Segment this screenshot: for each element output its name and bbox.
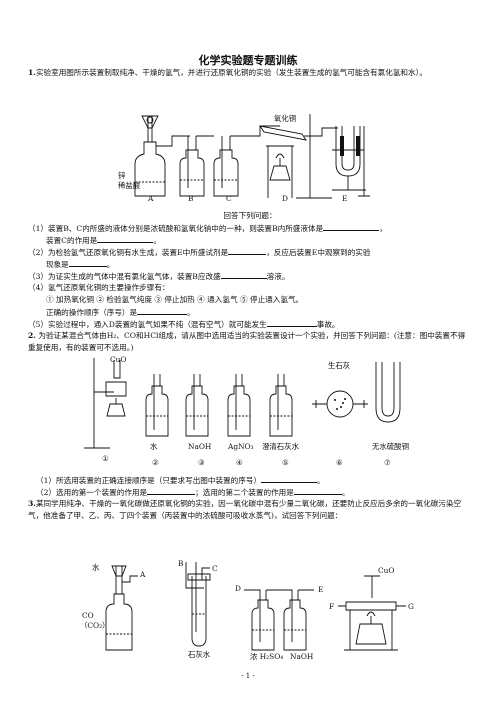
label-G: G xyxy=(408,602,414,611)
q3-apparatus-figure xyxy=(60,554,410,664)
q1-sub1-text: （1）装置B、C内所盛的液体分别是浓硫酸和氢氧化钠中的一种，则装置B内所盛液体是 xyxy=(28,224,324,233)
q2-device-2: ② xyxy=(152,458,159,467)
q2-sub1-text: （1）所选用装置的正确连接顺序是（只要求写出图中装置的序号） xyxy=(36,476,262,485)
label-cuo-q3: CuO xyxy=(378,566,395,575)
q2-blank-2[interactable] xyxy=(147,486,196,495)
q3-stem-text: 某同学用纯净、干燥的一氧化碳做还原氧化铜的实验，因一氧化碳中混有少量二氧化碳，还… xyxy=(28,499,462,520)
q3-stem: 3.某同学用纯净、干燥的一氧化碳做还原氧化铜的实验，因一氧化碳中混有少量二氧化碳… xyxy=(28,498,472,521)
q2-blank-3[interactable] xyxy=(293,486,342,495)
q1-sub5: （5）实验过程中，通入D装置的氢气如果不纯（混有空气）就可能发生 事故。 xyxy=(28,318,472,331)
label-naoh-q2: NaOH xyxy=(188,442,212,451)
q1-blank-7[interactable] xyxy=(266,318,317,327)
label-C-q3: C xyxy=(212,564,218,573)
q2-stem: 2. 为验证某混合气体由H₂、CO和HCl组成，请从图中选用适当的实验装置设计一… xyxy=(28,330,472,353)
q1-sub2-text2: ，反应后装置E中观察到的实验 xyxy=(266,248,371,257)
q1-sub4-end: 。 xyxy=(187,308,195,317)
label-water-q2: 水 xyxy=(150,442,158,451)
label-C: C xyxy=(226,194,232,203)
q1-sub4-text: 正确的操作顺序（序号）是 xyxy=(46,308,138,317)
q1-blank-5[interactable] xyxy=(220,270,267,279)
q1-blank-3[interactable] xyxy=(228,246,267,255)
label-B-q3: B xyxy=(178,559,184,568)
label-cuso4: 无水硫酸铜 xyxy=(372,442,409,451)
q2-sub1-end: 。 xyxy=(317,476,325,485)
q1-sub2: （2）为检验氢气还原氧化铜有水生成，装置E中所盛试剂是 ，反应后装置E中观察到的实… xyxy=(28,246,472,259)
page-number: - 1 - xyxy=(241,672,255,680)
label-acid: 稀盐酸 xyxy=(118,181,141,190)
q1-sub1-cont: 装置C的作用是 。 xyxy=(46,234,466,247)
q1-sub1-end: 。 xyxy=(153,236,161,245)
q1-sub5-end: 事故。 xyxy=(316,320,340,329)
q2-device-4: ④ xyxy=(236,458,243,467)
label-F: F xyxy=(329,602,335,611)
label-zinc: 锌 xyxy=(118,171,126,180)
label-naoh-q3: NaOH xyxy=(290,652,314,661)
q2-device-3: ③ xyxy=(198,458,205,467)
label-co: CO xyxy=(82,611,94,620)
q2-apparatus-figure xyxy=(80,352,420,462)
label-water-q3: 水 xyxy=(92,563,100,572)
q1-sub2-text: （2）为检验氢气还原氧化铜有水生成，装置E中所盛试剂是 xyxy=(28,248,229,257)
q1-sub4-order: 正确的操作顺序（序号）是 。 xyxy=(46,306,466,319)
q1-sub2-end: 。 xyxy=(106,260,115,269)
label-co2: （CO₂） xyxy=(80,621,110,630)
q2-sub2: （2）选用的第一个装置的作用是 ；选用的第二个装置的作用是 。 xyxy=(36,486,472,499)
q1-number: 1. xyxy=(28,68,36,77)
q2-sub2-text2: ；选用的第二个装置的作用是 xyxy=(195,488,294,497)
q1-blank-1[interactable] xyxy=(323,222,380,231)
q1-sub2-cont: 现象是 。 xyxy=(46,258,466,271)
q1-sub4-steps: ① 加热氧化铜 ② 检验氢气纯度 ③ 停止加热 ④ 通入氢气 ⑤ 停止通入氢气。 xyxy=(46,295,304,304)
q1-blank-2[interactable] xyxy=(97,234,154,243)
q2-number: 2. xyxy=(28,331,36,340)
label-limewater-q2: 澄清石灰水 xyxy=(262,442,299,451)
q2-blank-1[interactable] xyxy=(261,474,318,483)
label-B: B xyxy=(188,194,194,203)
q2-sub2-text: （2）选用的第一个装置的作用是 xyxy=(36,488,148,497)
q2-stem-text: 为验证某混合气体由H₂、CO和HCl组成，请从图中选用适当的实验装置设计一个实验… xyxy=(28,331,466,352)
q2-device-6: ⑥ xyxy=(336,458,343,467)
q1-blank-4[interactable] xyxy=(68,258,107,267)
q1-sub1-comma: ， xyxy=(379,224,387,233)
label-A-q3: A xyxy=(140,570,146,579)
q1-blank-6[interactable] xyxy=(137,306,188,315)
label-E-q3: E xyxy=(318,585,324,594)
q1-apparatus-figure xyxy=(100,106,400,202)
label-E: E xyxy=(342,194,348,203)
label-A: A xyxy=(148,194,154,203)
q1-stem: 1.实验室用图所示装置制取纯净、干燥的氢气，并进行还原氧化铜的实验（发生装置生成… xyxy=(28,67,472,79)
q2-device-1: ① xyxy=(102,454,109,463)
q1-sub2-text3: 现象是 xyxy=(46,260,69,269)
q1-sub1-text2: 装置C的作用是 xyxy=(46,236,98,245)
q1-sub1: （1）装置B、C内所盛的液体分别是浓硫酸和氢氧化钠中的一种，则装置B内所盛液体是… xyxy=(28,222,472,235)
label-lime: 生石灰 xyxy=(328,361,351,370)
q1-sub3: （3）为证实生成的气体中混有氯化氢气体，装置B应改盛 溶液。 xyxy=(28,270,472,283)
q1-answer-intro: 回答下列问题： xyxy=(223,211,277,220)
page-title: 化学实验题专题训练 xyxy=(198,54,298,67)
label-limewater-q3: 石灰水 xyxy=(188,650,211,659)
label-agno3: AgNO₃ xyxy=(228,442,254,451)
label-D-q3: D xyxy=(235,584,241,593)
label-copper-oxide: 氧化铜 xyxy=(274,114,297,123)
q1-sub5-text: （5）实验过程中，通入D装置的氢气如果不纯（混有空气）就可能发生 xyxy=(28,320,267,329)
q2-sub1: （1）所选用装置的正确连接顺序是（只要求写出图中装置的序号） 。 xyxy=(36,474,472,487)
q1-sub3-end: 溶液。 xyxy=(266,272,290,281)
q2-device-5: ⑤ xyxy=(282,458,289,467)
q1-sub4: （4）氢气还原氧化铜的主要操作步骤有： xyxy=(28,283,170,292)
q2-sub2-end: 。 xyxy=(341,488,350,497)
label-cuo-q2: CuO xyxy=(110,355,127,364)
q2-device-7: ⑦ xyxy=(384,458,391,467)
label-h2so4: 浓 H₂SO₄ xyxy=(250,652,284,661)
label-D: D xyxy=(282,194,288,203)
q1-sub3-text: （3）为证实生成的气体中混有氯化氢气体，装置B应改盛 xyxy=(28,272,221,281)
q1-stem-text: 实验室用图所示装置制取纯净、干燥的氢气，并进行还原氧化铜的实验（发生装置生成的氢… xyxy=(35,68,428,77)
q3-number: 3. xyxy=(28,499,36,508)
